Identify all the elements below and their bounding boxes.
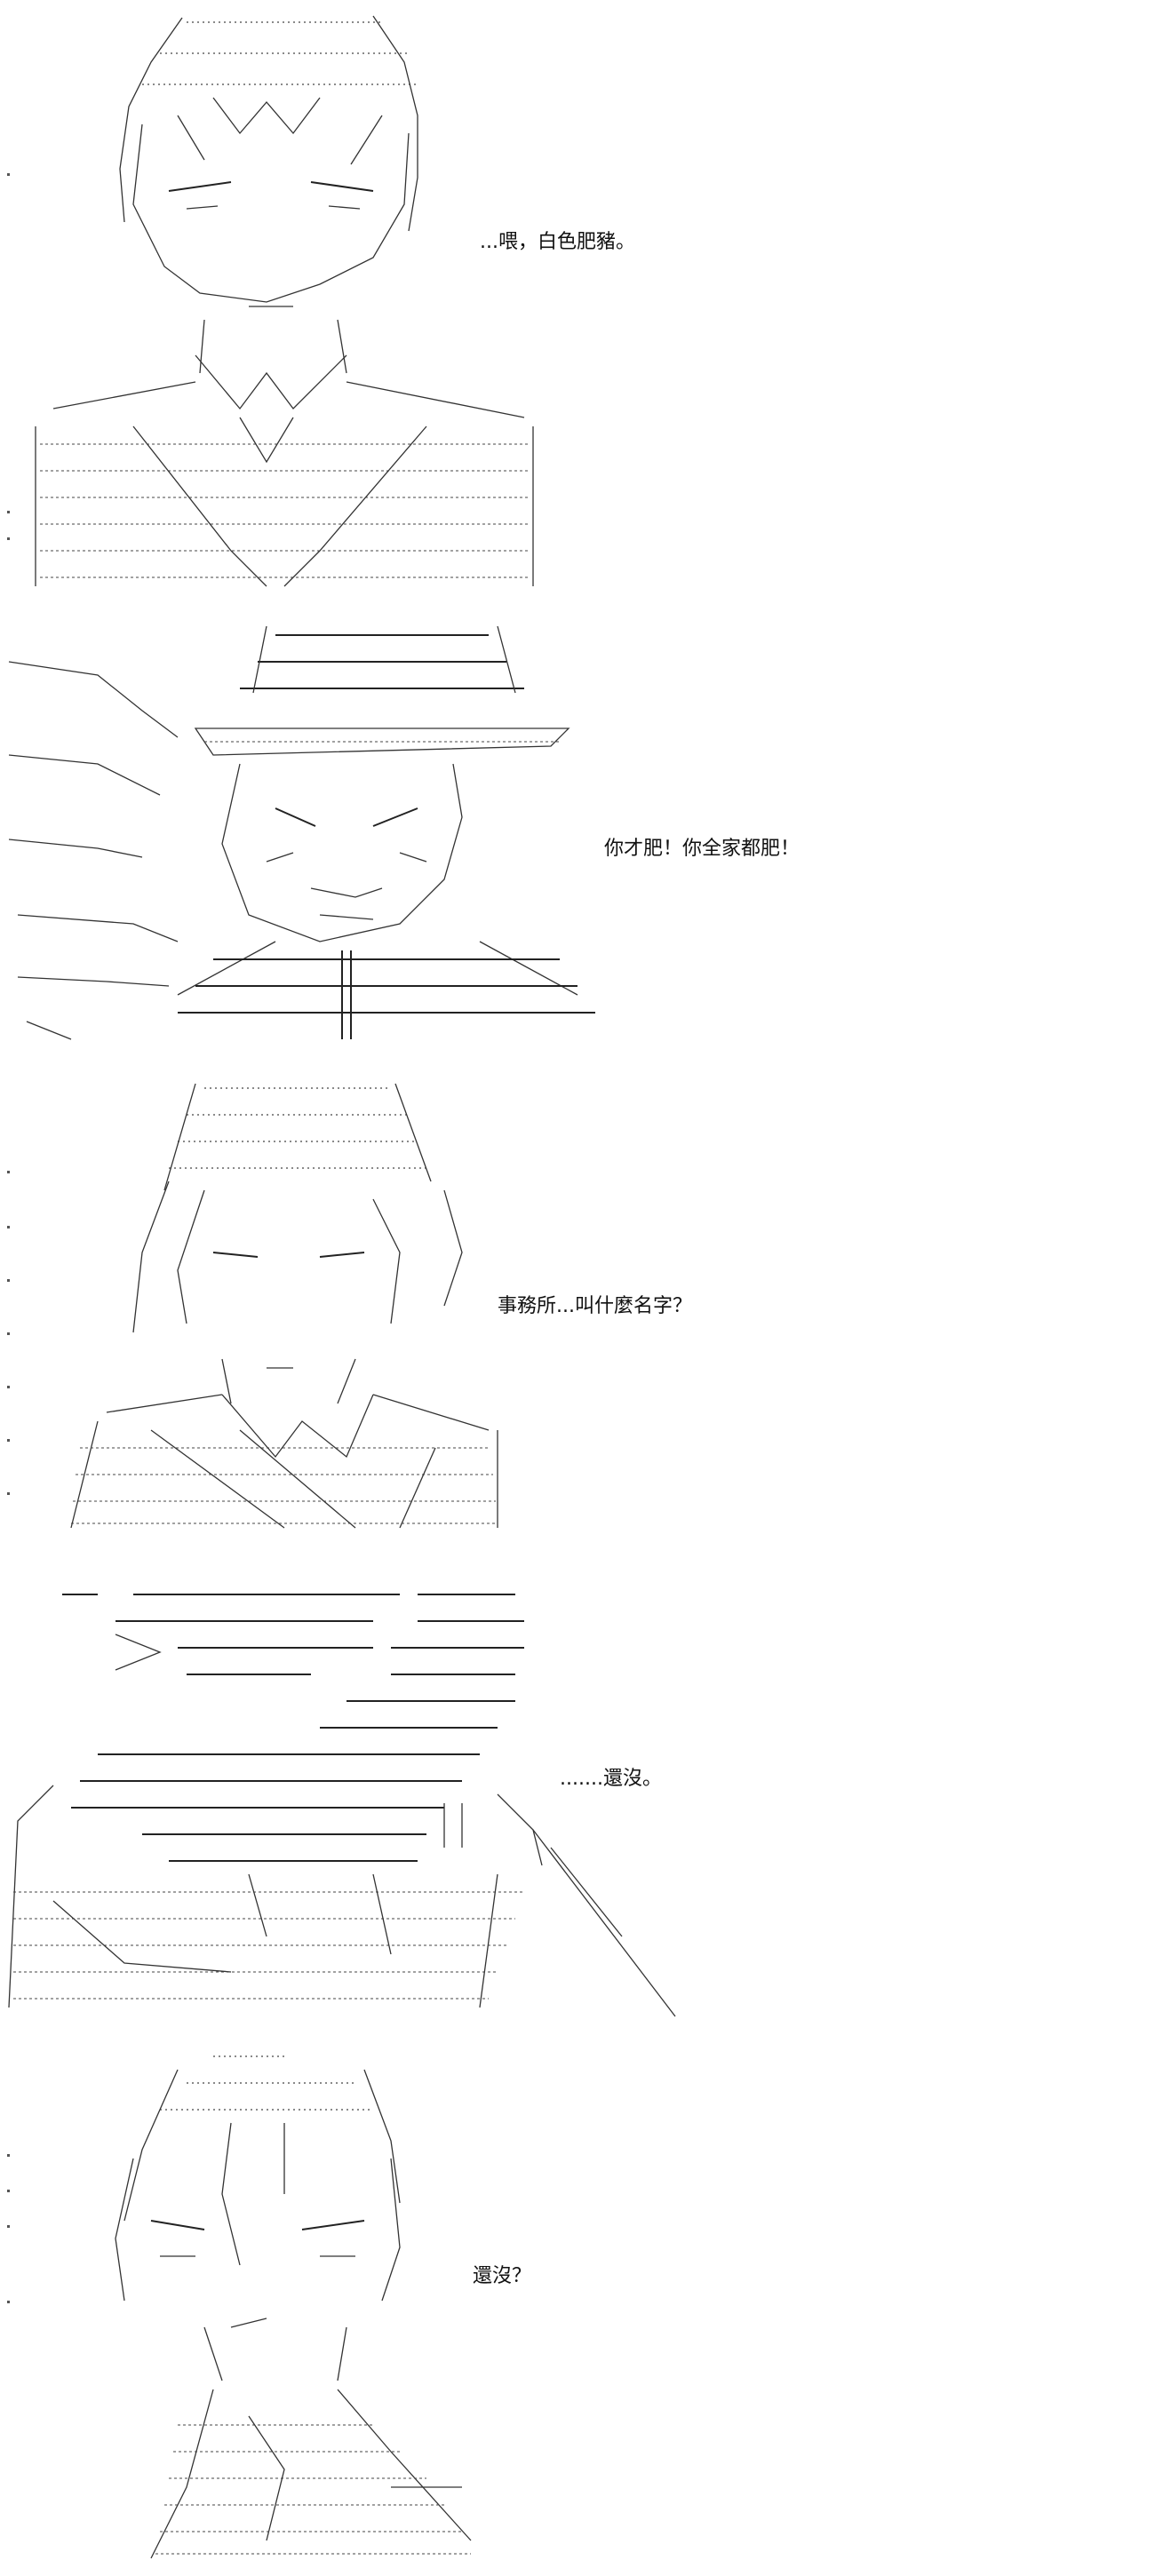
margin-mark — [7, 1332, 10, 1335]
ascii-art-figure-2 — [8, 625, 595, 1040]
panel-1: ...喂，白色肥豬。 — [0, 0, 1155, 595]
margin-mark — [7, 1386, 10, 1388]
ascii-art-figure-3 — [70, 1083, 498, 1529]
margin-mark — [7, 1279, 10, 1282]
margin-mark — [7, 2301, 10, 2303]
margin-mark — [7, 1439, 10, 1442]
margin-mark — [7, 2190, 10, 2192]
ascii-art-figure-1 — [35, 15, 534, 587]
dialogue-line: ...喂，白色肥豬。 — [480, 231, 635, 253]
panel-2: 你才肥！你全家都肥！ — [0, 622, 1155, 1048]
dialogue-line: 還沒？ — [473, 2265, 532, 2287]
margin-mark — [7, 1171, 10, 1173]
dialogue-line: 事務所...叫什麼名字？ — [498, 1295, 692, 1317]
panel-4: .......還沒。 — [0, 1581, 1155, 2025]
dialogue-line: 你才肥！你全家都肥！ — [604, 838, 801, 860]
margin-mark — [7, 1226, 10, 1228]
margin-mark — [7, 537, 10, 540]
margin-mark — [7, 173, 10, 176]
margin-mark — [7, 511, 10, 513]
ascii-art-figure-5 — [115, 2055, 472, 2559]
panel-5: 還沒？ — [0, 2043, 1155, 2567]
margin-mark — [7, 1492, 10, 1495]
margin-mark — [7, 2225, 10, 2228]
panel-3: 事務所...叫什麼名字？ — [0, 1075, 1155, 1537]
margin-mark — [7, 2154, 10, 2157]
dialogue-line: .......還沒。 — [560, 1768, 662, 1790]
ascii-art-figure-4 — [8, 1594, 676, 2017]
